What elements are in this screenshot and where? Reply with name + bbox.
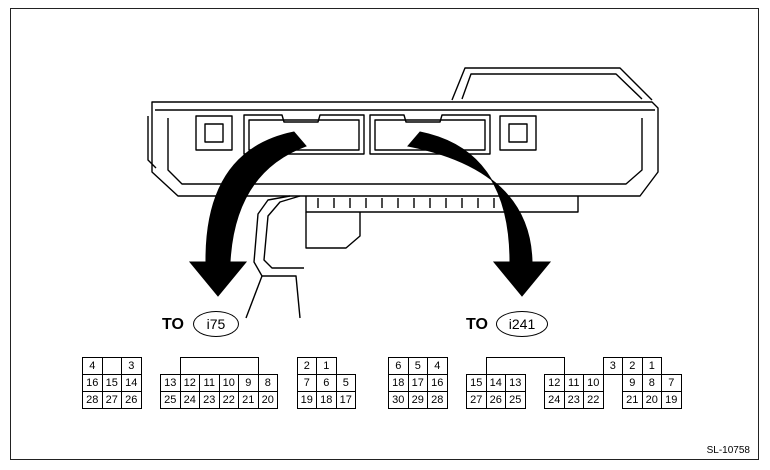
pin-cell: 15 — [101, 374, 122, 392]
pin-cell: 16 — [427, 374, 448, 392]
pin-cell: 20 — [257, 391, 278, 409]
pin-cell: 26 — [485, 391, 506, 409]
pin-cell: 27 — [101, 391, 122, 409]
pin-cell: 9 — [622, 374, 643, 392]
pin-cell: 12 — [544, 374, 565, 392]
pin-cell: 22 — [218, 391, 239, 409]
right-connector-to-label: TO — [466, 316, 488, 333]
pin-cell: 27 — [466, 391, 487, 409]
pin-cell: 21 — [238, 391, 259, 409]
pin-cell: 1 — [641, 357, 662, 375]
pin-cell: 20 — [641, 391, 662, 409]
pin-cell — [101, 357, 122, 375]
pin-cell: 4 — [82, 357, 103, 375]
pin-key-slot — [179, 357, 259, 375]
right-pin-layout: 6 5 4 3 2 1 18 17 16 15 14 13 12 11 10 9… — [388, 357, 682, 409]
pin-key-slot — [485, 357, 565, 375]
pin-cell: 10 — [583, 374, 604, 392]
left-connector-id: i75 — [193, 311, 239, 337]
pin-cell: 11 — [199, 374, 220, 392]
pin-cell: 16 — [82, 374, 103, 392]
pin-cell: 26 — [121, 391, 142, 409]
pin-cell: 23 — [563, 391, 584, 409]
pin-cell: 12 — [179, 374, 200, 392]
arrow-left — [188, 131, 307, 297]
pin-cell: 10 — [218, 374, 239, 392]
pin-cell: 18 — [388, 374, 409, 392]
pin-cell: 7 — [661, 374, 682, 392]
pin-cell: 18 — [316, 391, 337, 409]
left-latch — [195, 115, 233, 151]
pin-cell: 14 — [485, 374, 506, 392]
right-latch — [499, 115, 537, 151]
pin-cell: 29 — [407, 391, 428, 409]
pin-cell: 25 — [505, 391, 526, 409]
pin-cell: 28 — [82, 391, 103, 409]
pin-cell: 25 — [160, 391, 181, 409]
pin-cell: 28 — [427, 391, 448, 409]
pin-cell: 21 — [622, 391, 643, 409]
left-pin-layout: 4 3 2 1 16 15 14 13 12 11 10 9 8 7 6 5 2… — [82, 357, 356, 409]
pin-cell: 1 — [316, 357, 337, 375]
pin-cell: 14 — [121, 374, 142, 392]
pin-cell: 2 — [622, 357, 643, 375]
pin-cell: 3 — [602, 357, 623, 375]
pin-cell: 9 — [238, 374, 259, 392]
pin-cell: 2 — [296, 357, 317, 375]
pin-cell: 11 — [563, 374, 584, 392]
pin-cell: 19 — [661, 391, 682, 409]
pin-cell: 5 — [407, 357, 428, 375]
pin-cell: 17 — [407, 374, 428, 392]
pin-cell: 15 — [466, 374, 487, 392]
pin-cell: 3 — [121, 357, 142, 375]
pin-cell: 17 — [335, 391, 356, 409]
pin-cell: 30 — [388, 391, 409, 409]
rib-strip — [305, 196, 579, 213]
left-connector-to-label: TO — [162, 316, 184, 333]
figure-id: SL-10758 — [706, 445, 750, 456]
module-top-block — [451, 67, 653, 101]
connector-right-housing — [369, 114, 491, 155]
pin-cell: 7 — [296, 374, 317, 392]
module-housing — [151, 101, 659, 197]
figure-frame — [10, 8, 759, 460]
right-connector-id: i241 — [496, 311, 548, 337]
pin-cell: 24 — [179, 391, 200, 409]
pin-cell: 22 — [583, 391, 604, 409]
pin-cell: 6 — [316, 374, 337, 392]
pin-cell: 19 — [296, 391, 317, 409]
pin-cell: 8 — [641, 374, 662, 392]
mounting-bracket — [253, 195, 301, 319]
pin-cell: 6 — [388, 357, 409, 375]
pin-cell: 23 — [199, 391, 220, 409]
pin-cell: 5 — [335, 374, 356, 392]
pin-cell: 8 — [257, 374, 278, 392]
pin-cell: 4 — [427, 357, 448, 375]
arrow-right — [407, 131, 552, 297]
pin-cell: 13 — [160, 374, 181, 392]
pin-cell: 24 — [544, 391, 565, 409]
pin-cell: 13 — [505, 374, 526, 392]
